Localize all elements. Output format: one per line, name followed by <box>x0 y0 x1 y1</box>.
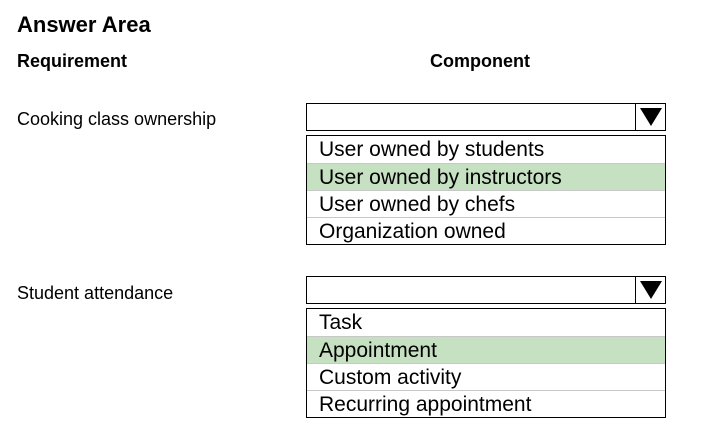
option-task[interactable]: Task <box>319 311 363 334</box>
attendance-select-box[interactable] <box>306 276 666 304</box>
ownership-select-box[interactable] <box>306 103 666 131</box>
option-user-owned-by-chefs[interactable]: User owned by chefs <box>307 190 665 217</box>
requirement-label-cooking-class-ownership: Cooking class ownership <box>17 109 217 129</box>
answer-area-title: Answer Area <box>17 12 151 37</box>
ownership-options-list: User owned by students User owned by ins… <box>306 135 666 245</box>
requirement-column-header: Requirement <box>17 51 128 71</box>
option-recurring-appointment[interactable]: Recurring appointment <box>307 390 665 417</box>
ownership-dropdown: User owned by students User owned by ins… <box>306 103 666 245</box>
triangle-down-icon <box>639 281 662 299</box>
option-user-owned-by-students[interactable]: User owned by students <box>319 138 545 161</box>
option-custom-activity[interactable]: Custom activity <box>307 363 665 390</box>
ownership-dropdown-button[interactable] <box>635 104 665 130</box>
option-user-owned-by-instructors[interactable]: User owned by instructors <box>307 163 665 190</box>
triangle-down-icon <box>639 108 662 126</box>
attendance-dropdown-button[interactable] <box>635 277 665 303</box>
attendance-dropdown: Task Appointment Custom activity Recurri… <box>306 276 666 418</box>
component-column-header: Component <box>430 51 530 71</box>
option-organization-owned[interactable]: Organization owned <box>307 217 665 244</box>
attendance-options-list: Task Appointment Custom activity Recurri… <box>306 308 666 418</box>
requirement-label-student-attendance: Student attendance <box>17 283 174 303</box>
option-appointment[interactable]: Appointment <box>307 336 665 363</box>
